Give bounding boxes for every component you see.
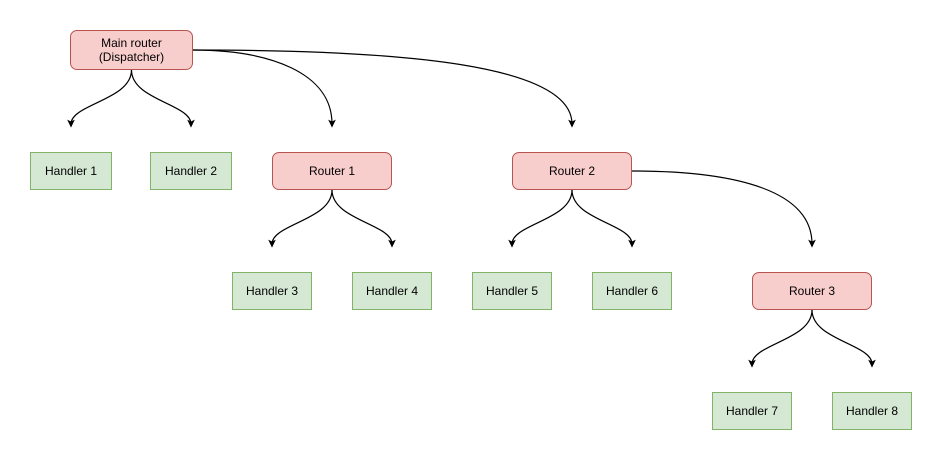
edge-main-handler2 [130,69,195,128]
node-label-handler-8: Handler 8 [845,404,899,418]
edge-router2-handler5 [508,189,573,248]
edge-main-router2 [192,49,576,128]
node-handler-8[interactable]: Handler 8 [832,392,912,430]
edge-router2-router3 [631,170,816,248]
node-label-main-router: Main router (Dispatcher) [98,36,165,64]
node-label-handler-4: Handler 4 [365,284,419,298]
node-router-3[interactable]: Router 3 [752,272,872,310]
edge-main-router1 [192,49,336,128]
node-label-router-3: Router 3 [788,284,836,298]
node-router-1[interactable]: Router 1 [272,152,392,190]
node-handler-5[interactable]: Handler 5 [472,272,552,310]
node-handler-3[interactable]: Handler 3 [232,272,312,310]
node-handler-1[interactable]: Handler 1 [30,152,112,190]
node-label-handler-2: Handler 2 [164,164,218,178]
edge-router1-handler4 [331,189,396,248]
edge-router2-handler6 [571,189,636,248]
node-handler-4[interactable]: Handler 4 [352,272,432,310]
node-label-handler-3: Handler 3 [245,284,299,298]
node-handler-6[interactable]: Handler 6 [592,272,672,310]
edge-router3-handler8 [811,309,876,368]
node-handler-2[interactable]: Handler 2 [150,152,232,190]
node-label-handler-5: Handler 5 [485,284,539,298]
node-main-router[interactable]: Main router (Dispatcher) [70,30,193,70]
node-router-2[interactable]: Router 2 [512,152,632,190]
node-handler-7[interactable]: Handler 7 [712,392,792,430]
edge-router3-handler7 [748,309,813,368]
node-label-handler-1: Handler 1 [44,164,98,178]
node-label-handler-6: Handler 6 [605,284,659,298]
edge-main-handler1 [67,69,133,128]
node-label-router-2: Router 2 [548,164,596,178]
edge-group [67,49,876,368]
node-label-router-1: Router 1 [308,164,356,178]
node-label-handler-7: Handler 7 [725,404,779,418]
edge-router1-handler3 [268,189,333,248]
